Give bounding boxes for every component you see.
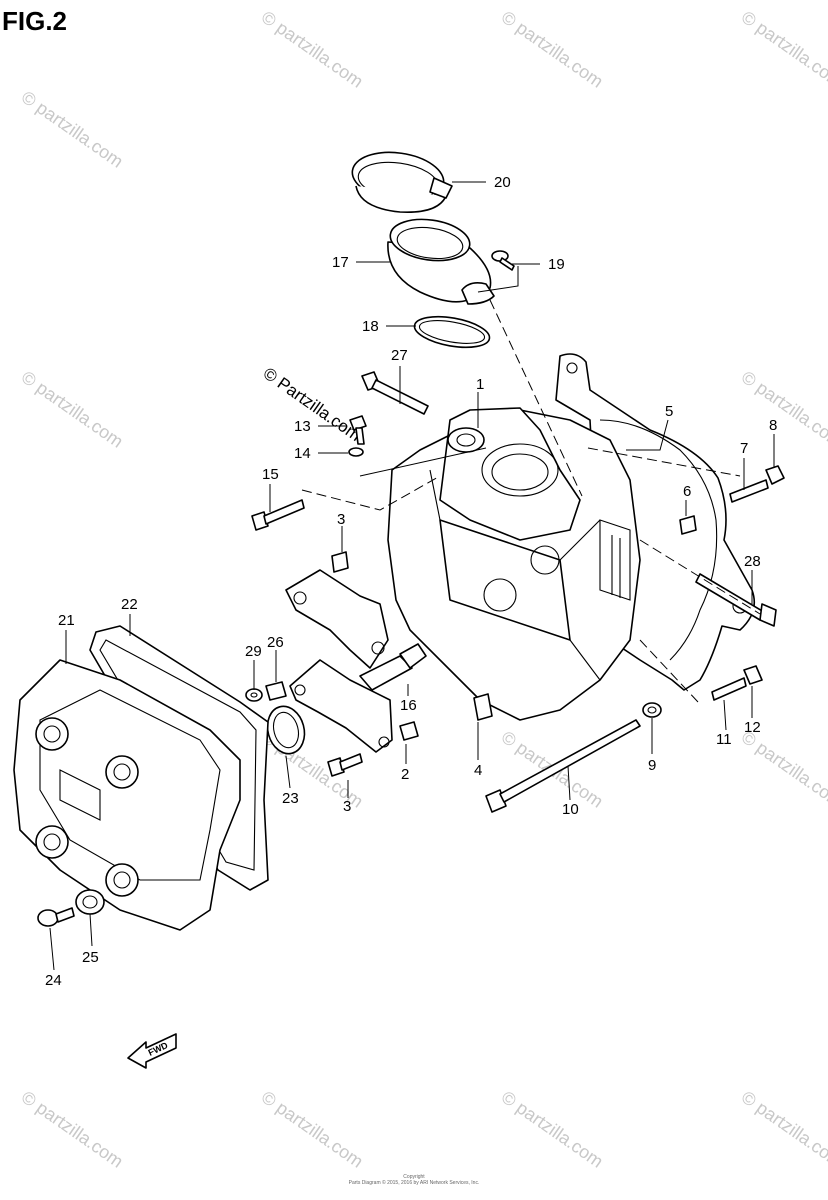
part-25-grommet	[75, 889, 105, 915]
cam-holder-upper	[285, 569, 389, 669]
part-28-bolt	[695, 573, 777, 627]
part-3-dowel	[331, 551, 349, 573]
part-13-screw	[349, 415, 367, 445]
callout-22: 22	[121, 596, 138, 613]
part-14-washer	[348, 447, 364, 457]
callout-14: 14	[294, 445, 311, 462]
watermark: © partzilla.com	[738, 1087, 828, 1172]
part-23-seal	[266, 705, 306, 755]
watermark: © partzilla.com	[738, 367, 828, 452]
callout-8: 8	[769, 417, 777, 434]
part-29-washer	[245, 688, 263, 702]
leader-lines	[49, 181, 775, 971]
callout-28: 28	[744, 553, 761, 570]
part-24-bolt	[37, 907, 75, 927]
part-1-cylinder-head	[387, 407, 641, 721]
part-20-clamp	[351, 151, 453, 213]
callout-24: 24	[45, 972, 62, 989]
callout-9: 9	[648, 757, 656, 774]
callout-25: 25	[82, 949, 99, 966]
watermark: © partzilla.com	[498, 7, 607, 92]
watermark: © partzilla.com	[18, 367, 127, 452]
callout-16: 16	[400, 697, 417, 714]
part-9-washer	[642, 702, 662, 718]
callout-26: 26	[267, 634, 284, 651]
part-18-o-ring	[413, 315, 491, 349]
fwd-arrow: FWD	[127, 1033, 177, 1069]
copyright-line-1: Copyright	[403, 1174, 425, 1180]
part-17-intake-pipe	[387, 218, 495, 305]
callout-20: 20	[494, 174, 511, 191]
callout-3b: 3	[343, 798, 351, 815]
figure-title: FIG.2	[2, 6, 67, 36]
part-8-nut	[765, 465, 785, 485]
callout-29: 29	[245, 643, 262, 660]
watermark: © partzilla.com	[258, 1087, 367, 1172]
watermark: © partzilla.com	[738, 727, 828, 812]
part-12-nut	[743, 665, 763, 685]
part-11-stud	[711, 677, 747, 701]
callout-19: 19	[548, 256, 565, 273]
part-16-spark-plug	[359, 643, 427, 691]
part-15-bolt	[251, 499, 305, 531]
watermark: © partzilla.com	[738, 7, 828, 92]
part-10-stud-bolt	[485, 719, 641, 813]
watermark: © partzilla.com	[498, 1087, 607, 1172]
callout-labels: 1 2 3 3 4 5 6 7 8 9 10 11 12 13 14 15 16…	[45, 174, 777, 989]
callout-13: 13	[294, 418, 311, 435]
callout-15: 15	[262, 466, 279, 483]
callout-27: 27	[391, 347, 408, 364]
part-19-screw	[491, 250, 515, 271]
part-6-dowel	[679, 515, 697, 535]
callout-21: 21	[58, 612, 75, 629]
callout-17: 17	[332, 254, 349, 271]
part-2-dowel	[399, 721, 419, 741]
callout-18: 18	[362, 318, 379, 335]
part-26-pin	[265, 681, 287, 701]
callout-5: 5	[665, 403, 673, 420]
copyright-line-2: Parts Diagram © 2015, 2016 by ARI Networ…	[349, 1179, 480, 1186]
part-27-bolt	[361, 371, 429, 415]
watermark-main: © Partzilla.com	[260, 364, 365, 445]
watermark: © partzilla.com	[258, 7, 367, 92]
watermark: © partzilla.com	[18, 1087, 127, 1172]
part-7-stud	[729, 479, 769, 503]
part-21-head-cover	[13, 659, 241, 931]
cam-holder-lower	[289, 659, 393, 753]
dashed-alignment-lines	[301, 299, 761, 703]
callout-7: 7	[740, 440, 748, 457]
watermark: © partzilla.com	[18, 87, 127, 172]
callout-12: 12	[744, 719, 761, 736]
part-3-bolt	[327, 753, 363, 777]
callout-1: 1	[476, 376, 484, 393]
callout-23: 23	[282, 790, 299, 807]
callout-10: 10	[562, 801, 579, 818]
callout-2: 2	[401, 766, 409, 783]
part-4-dowel	[473, 693, 493, 721]
callout-11: 11	[716, 731, 732, 748]
callout-4: 4	[474, 762, 482, 779]
callout-3: 3	[337, 511, 345, 528]
callout-6: 6	[683, 483, 691, 500]
